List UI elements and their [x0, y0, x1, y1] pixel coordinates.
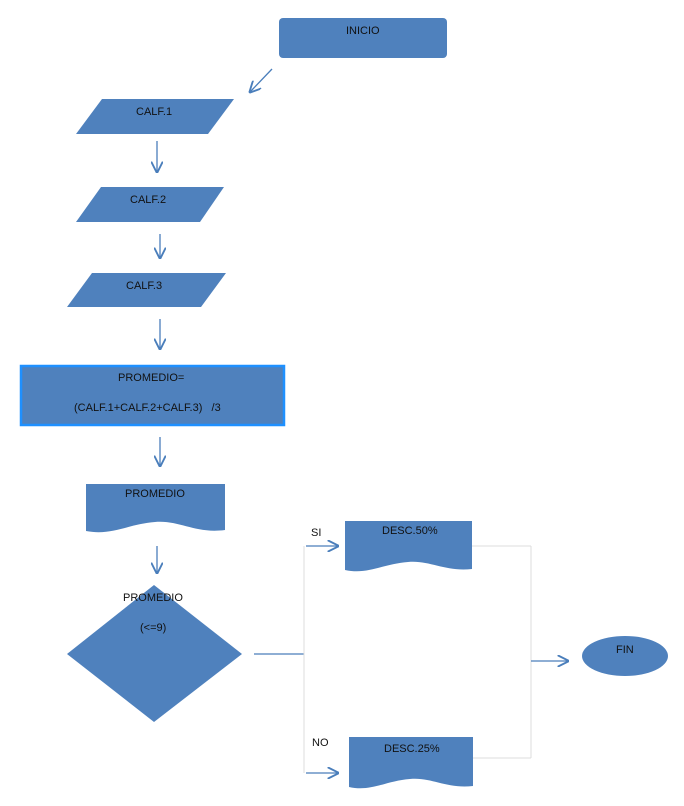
process-label-line2: (CALF.1+CALF.2+CALF.3) /3: [74, 402, 221, 414]
output-promedio-shape: [86, 484, 225, 533]
start-label: INICIO: [346, 25, 380, 37]
input-calf3-shape: [67, 273, 226, 307]
decision-label-line1: PROMEDIO: [123, 592, 183, 604]
start-terminator: [279, 18, 447, 58]
input-calf1-shape: [76, 99, 234, 134]
input-calf2-label: CALF.2: [130, 194, 167, 206]
decision-label-line2: (<=9): [140, 622, 167, 634]
process-label-line1: PROMEDIO=: [118, 372, 185, 384]
input-calf3-label: CALF.3: [126, 280, 163, 292]
branch-no-label: NO: [312, 737, 329, 749]
output-desc25-shape: [349, 737, 473, 789]
input-calf1-label: CALF.1: [136, 106, 173, 118]
end-label: FIN: [616, 644, 634, 656]
branch-yes-label: SI: [311, 527, 322, 539]
process-promedio-shape: [19, 364, 286, 427]
input-calf2-shape: [76, 187, 224, 222]
arrow-start-to-calf1: [250, 68, 273, 92]
output-desc50-shape: [345, 521, 472, 572]
end-terminator: [582, 636, 668, 676]
output-promedio-label: PROMEDIO: [125, 488, 185, 500]
output-desc25-label: DESC.25%: [384, 743, 440, 755]
output-desc50-label: DESC.50%: [382, 525, 438, 537]
decision-diamond: [67, 585, 242, 722]
